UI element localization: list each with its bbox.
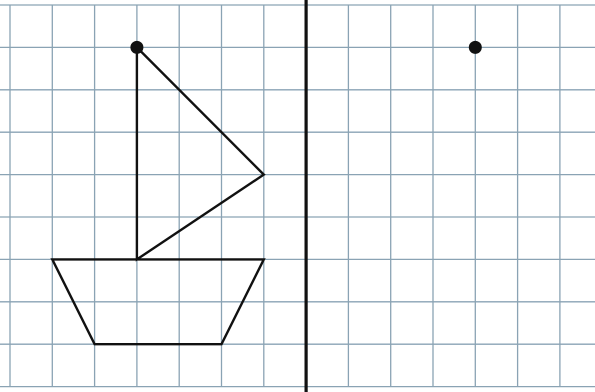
left-panel-dot bbox=[130, 40, 144, 54]
left-panel bbox=[50, 40, 266, 346]
hull-shape bbox=[50, 258, 266, 346]
grid-lines bbox=[0, 4, 595, 388]
right-panel-dot bbox=[468, 40, 482, 54]
right-panel bbox=[468, 40, 482, 54]
sail-shape bbox=[135, 44, 266, 262]
